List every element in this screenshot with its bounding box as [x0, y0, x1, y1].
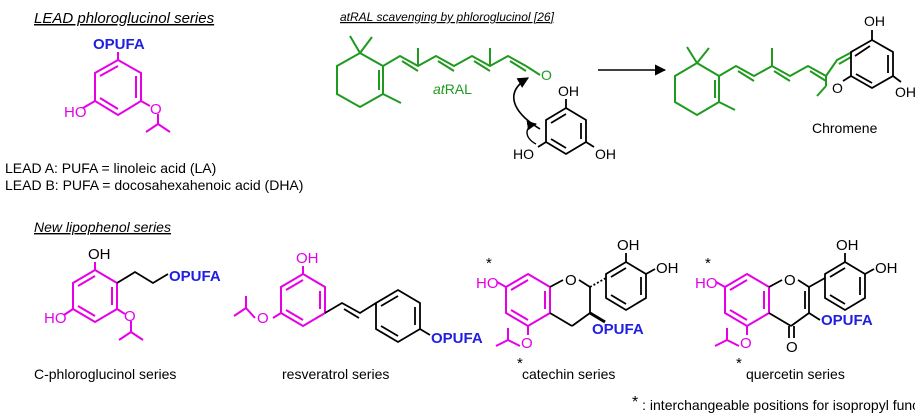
- nucleophilic-attack-arrow: [512, 77, 541, 130]
- catechin-series-name: catechin series: [522, 366, 615, 382]
- c-phloroglucinol-ho: HO: [44, 310, 67, 327]
- lead-series-header: LEAD phloroglucinol series: [34, 10, 215, 27]
- phloroglucinol-oh-right: OH: [595, 146, 616, 162]
- chromene-ring-o: O: [832, 80, 843, 96]
- catechin-oh-1: OH: [617, 237, 640, 254]
- c-phloroglucinol-propyl-linker: [116, 270, 169, 285]
- catechin-ring-o: O: [565, 272, 577, 289]
- chromene-oh-right: OH: [895, 84, 915, 100]
- quercetin-oh-2: OH: [875, 260, 898, 277]
- electron-push-arrow: [526, 120, 537, 145]
- quercetin-c-ring: [768, 253, 875, 338]
- resveratrol-series-name: resveratrol series: [282, 366, 389, 382]
- catechin-opufa: OPUFA: [592, 321, 644, 338]
- catechin-ho: HO: [476, 275, 499, 292]
- quercetin-star-bottom: *: [736, 355, 742, 372]
- phloroglucinol-ho-left: HO: [513, 146, 534, 162]
- c-phloroglucinol-opufa: OPUFA: [169, 268, 221, 285]
- chromene-aromatic-ring: [842, 30, 902, 90]
- quercetin-carbonyl-o: O: [786, 339, 798, 356]
- resveratrol-stilbene-ring: [324, 288, 431, 344]
- catechin-o: O: [521, 335, 533, 352]
- phloroglucinol-oh-top: OH: [558, 83, 579, 99]
- atral-scavenging-header: atRAL scavenging by phloroglucinol [26]: [340, 10, 555, 24]
- catechin-star-bottom: *: [517, 355, 523, 372]
- catechin-c-ring: [549, 253, 656, 327]
- resveratrol-structure: [233, 266, 326, 328]
- catechin-oh-2: OH: [656, 260, 679, 277]
- quercetin-ring-o: O: [784, 272, 796, 289]
- catechin-a-ring: [495, 272, 551, 347]
- phloroglucinol-structure: [537, 99, 595, 156]
- resveratrol-oh: OH: [296, 250, 319, 267]
- footnote: * : interchangeable positions for isopro…: [632, 394, 915, 413]
- atral-aldehyde-o: O: [541, 67, 552, 83]
- atral-label: atRAL: [433, 81, 472, 97]
- chromene-oh-top: OH: [864, 13, 885, 29]
- lead-a-definition: LEAD A: PUFA = linoleic acid (LA): [5, 160, 216, 176]
- atral-structure: [336, 35, 541, 109]
- lead-o-label: O: [150, 101, 162, 118]
- quercetin-oh-1: OH: [836, 237, 859, 254]
- c-phloroglucinol-oh: OH: [88, 246, 111, 263]
- quercetin-o: O: [740, 335, 752, 352]
- chromene-name: Chromene: [812, 120, 878, 136]
- c-phloroglucinol-structure: [63, 262, 144, 341]
- resveratrol-opufa: OPUFA: [431, 330, 483, 347]
- quercetin-ho: HO: [695, 275, 718, 292]
- c-phloroglucinol-series-name: C-phloroglucinol series: [34, 366, 176, 382]
- new-series-header: New lipophenol series: [34, 219, 171, 235]
- quercetin-star-top: *: [705, 255, 711, 272]
- resveratrol-o: O: [257, 310, 269, 327]
- lead-phloroglucinol-structure: [82, 52, 171, 133]
- lead-b-definition: LEAD B: PUFA = docosahexahenoic acid (DH…: [5, 177, 303, 193]
- c-phloroglucinol-o: O: [124, 308, 136, 325]
- lead-opufa-label: OPUFA: [93, 36, 145, 53]
- lead-ho-label: HO: [64, 104, 87, 121]
- chromene-structure: [674, 46, 853, 117]
- catechin-star-top: *: [486, 255, 492, 272]
- quercetin-opufa: OPUFA: [821, 312, 873, 329]
- quercetin-series-name: quercetin series: [746, 366, 845, 382]
